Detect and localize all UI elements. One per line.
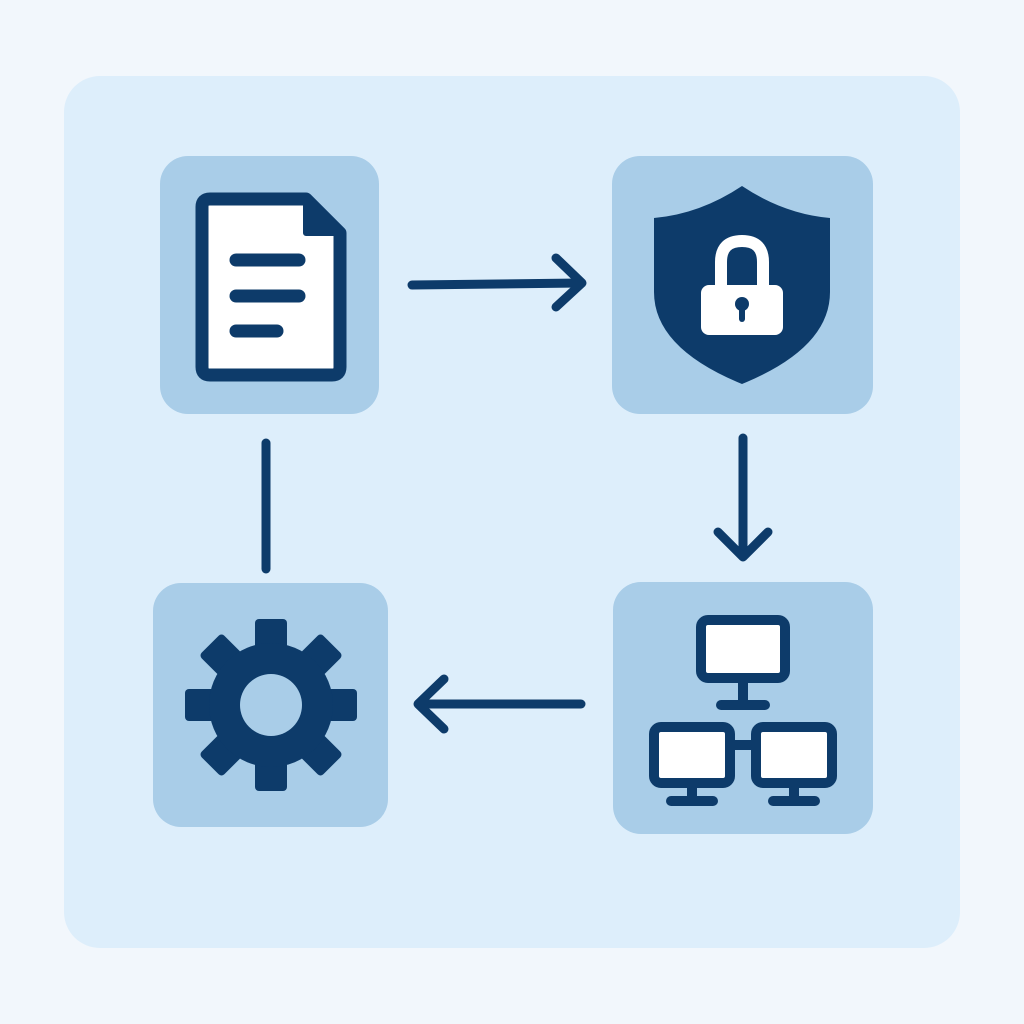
node-network: [613, 582, 873, 834]
gear-icon: [185, 619, 357, 791]
node-settings: [153, 583, 388, 827]
shield-lock-icon: [654, 186, 830, 384]
network-computers-icon: [649, 615, 837, 806]
node-document: [160, 156, 379, 414]
node-security: [612, 156, 873, 414]
document-icon: [195, 192, 347, 382]
